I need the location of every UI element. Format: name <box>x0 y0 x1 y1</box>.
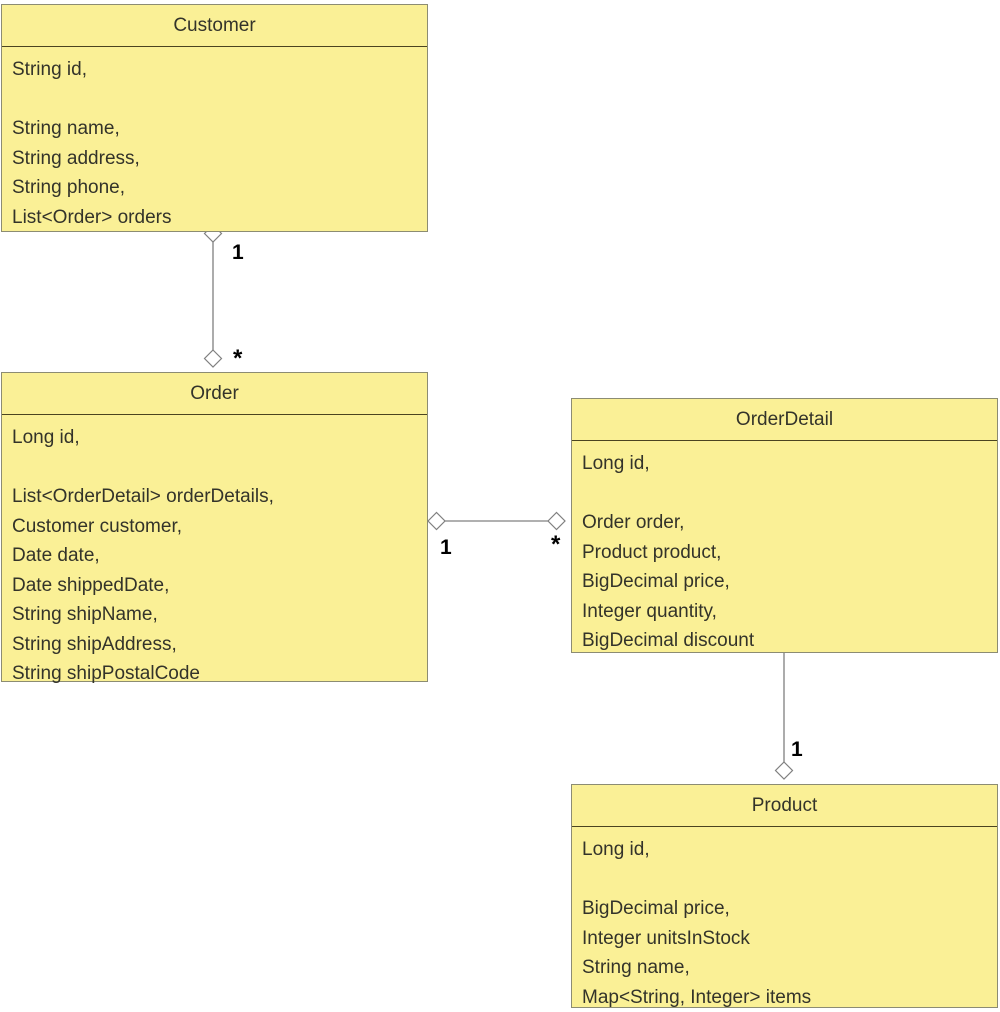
attribute-row: Long id, <box>582 835 997 865</box>
multiplicity-label-orderdetail-product-one: 1 <box>791 739 803 760</box>
attribute-row: Date shippedDate, <box>12 571 427 601</box>
attribute-row: Product product, <box>582 538 997 568</box>
aggregation-diamond-product-end <box>776 762 793 779</box>
association-orderdetail-product[interactable] <box>776 653 793 779</box>
attribute-row: String shipAddress, <box>12 630 427 660</box>
class-attributes-product: Long id, BigDecimal price, Integer units… <box>572 827 997 1012</box>
attribute-row: Customer customer, <box>12 512 427 542</box>
attribute-row-blank <box>582 479 997 509</box>
class-title-product: Product <box>572 785 997 827</box>
aggregation-diamond-order-end <box>205 350 222 367</box>
attribute-row: Map<String, Integer> items <box>582 983 997 1012</box>
aggregation-diamond-orderdetail-end <box>548 513 565 530</box>
class-box-orderdetail[interactable]: OrderDetail Long id, Order order, Produc… <box>571 398 998 653</box>
class-title-customer: Customer <box>2 5 427 47</box>
attribute-row-blank <box>12 453 427 483</box>
attribute-row-blank <box>582 865 997 895</box>
attribute-row: Long id, <box>12 423 427 453</box>
multiplicity-label-order-orderdetail-one: 1 <box>440 537 452 558</box>
attribute-row: String shipName, <box>12 600 427 630</box>
multiplicity-label-customer-order-many: * <box>233 347 242 371</box>
attribute-row: BigDecimal price, <box>582 567 997 597</box>
attribute-row: Long id, <box>582 449 997 479</box>
attribute-row: BigDecimal discount <box>582 626 997 656</box>
class-box-product[interactable]: Product Long id, BigDecimal price, Integ… <box>571 784 998 1008</box>
attribute-row: Order order, <box>582 508 997 538</box>
attribute-row: Integer unitsInStock <box>582 924 997 954</box>
association-customer-order[interactable] <box>205 225 222 367</box>
association-order-orderdetail[interactable] <box>428 513 565 530</box>
class-title-orderdetail: OrderDetail <box>572 399 997 441</box>
class-box-customer[interactable]: Customer String id, String name, String … <box>1 4 428 232</box>
class-box-order[interactable]: Order Long id, List<OrderDetail> orderDe… <box>1 372 428 682</box>
aggregation-diamond-order-end-2 <box>428 513 445 530</box>
attribute-row-blank <box>12 85 427 115</box>
attribute-row: String name, <box>12 114 427 144</box>
attribute-row: BigDecimal price, <box>582 894 997 924</box>
class-attributes-order: Long id, List<OrderDetail> orderDetails,… <box>2 415 427 689</box>
attribute-row: String phone, <box>12 173 427 203</box>
class-title-order: Order <box>2 373 427 415</box>
attribute-row: String id, <box>12 55 427 85</box>
attribute-row: String shipPostalCode <box>12 659 427 689</box>
attribute-row: Integer quantity, <box>582 597 997 627</box>
class-attributes-orderdetail: Long id, Order order, Product product, B… <box>572 441 997 656</box>
attribute-row: List<Order> orders <box>12 203 427 233</box>
attribute-row: String name, <box>582 953 997 983</box>
attribute-row: Date date, <box>12 541 427 571</box>
multiplicity-label-order-orderdetail-many: * <box>551 533 560 557</box>
attribute-row: List<OrderDetail> orderDetails, <box>12 482 427 512</box>
attribute-row: String address, <box>12 144 427 174</box>
class-attributes-customer: String id, String name, String address, … <box>2 47 427 232</box>
multiplicity-label-customer-order-one: 1 <box>232 242 244 263</box>
